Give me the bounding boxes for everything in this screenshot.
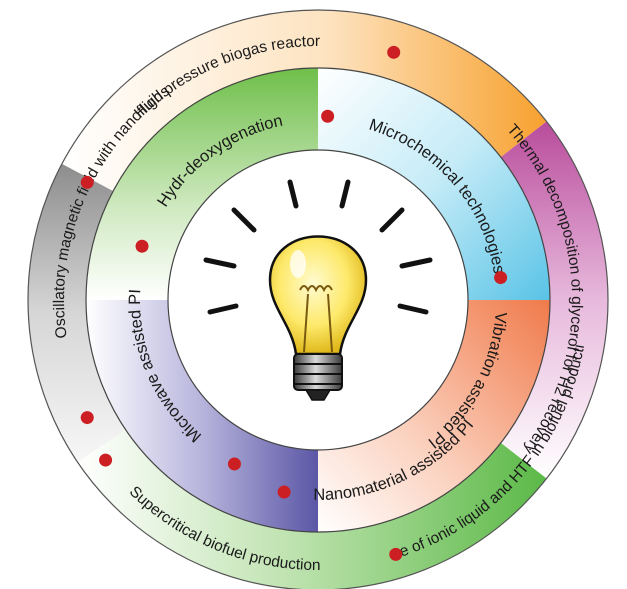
outer-ring-border (27, 9, 609, 589)
outer-ring (27, 9, 609, 589)
inner-sector-bottom-right (318, 300, 550, 532)
bullet-dot (389, 547, 403, 561)
bullet-dot (99, 453, 113, 467)
inner-sector-bottom-left (86, 300, 318, 532)
outer-sector-bottom (77, 429, 547, 589)
bullet-dot (80, 175, 94, 189)
inner-sector-top-right (318, 68, 550, 300)
bullet-dots (80, 45, 508, 561)
bullet-dot (135, 239, 149, 253)
bullet-dot (227, 457, 241, 471)
light-bulb-icon (203, 179, 433, 401)
bullet-dot (80, 411, 94, 425)
bullet-dot (387, 45, 401, 59)
bullet-dot (321, 109, 335, 123)
outer-sector-left (27, 163, 126, 463)
bullet-dot (494, 271, 508, 285)
outer-sector-top (61, 9, 547, 192)
inner-ring-border (85, 67, 551, 533)
bullet-dot (277, 485, 291, 499)
light-rays (203, 179, 433, 315)
outer-sector-right (500, 121, 608, 479)
